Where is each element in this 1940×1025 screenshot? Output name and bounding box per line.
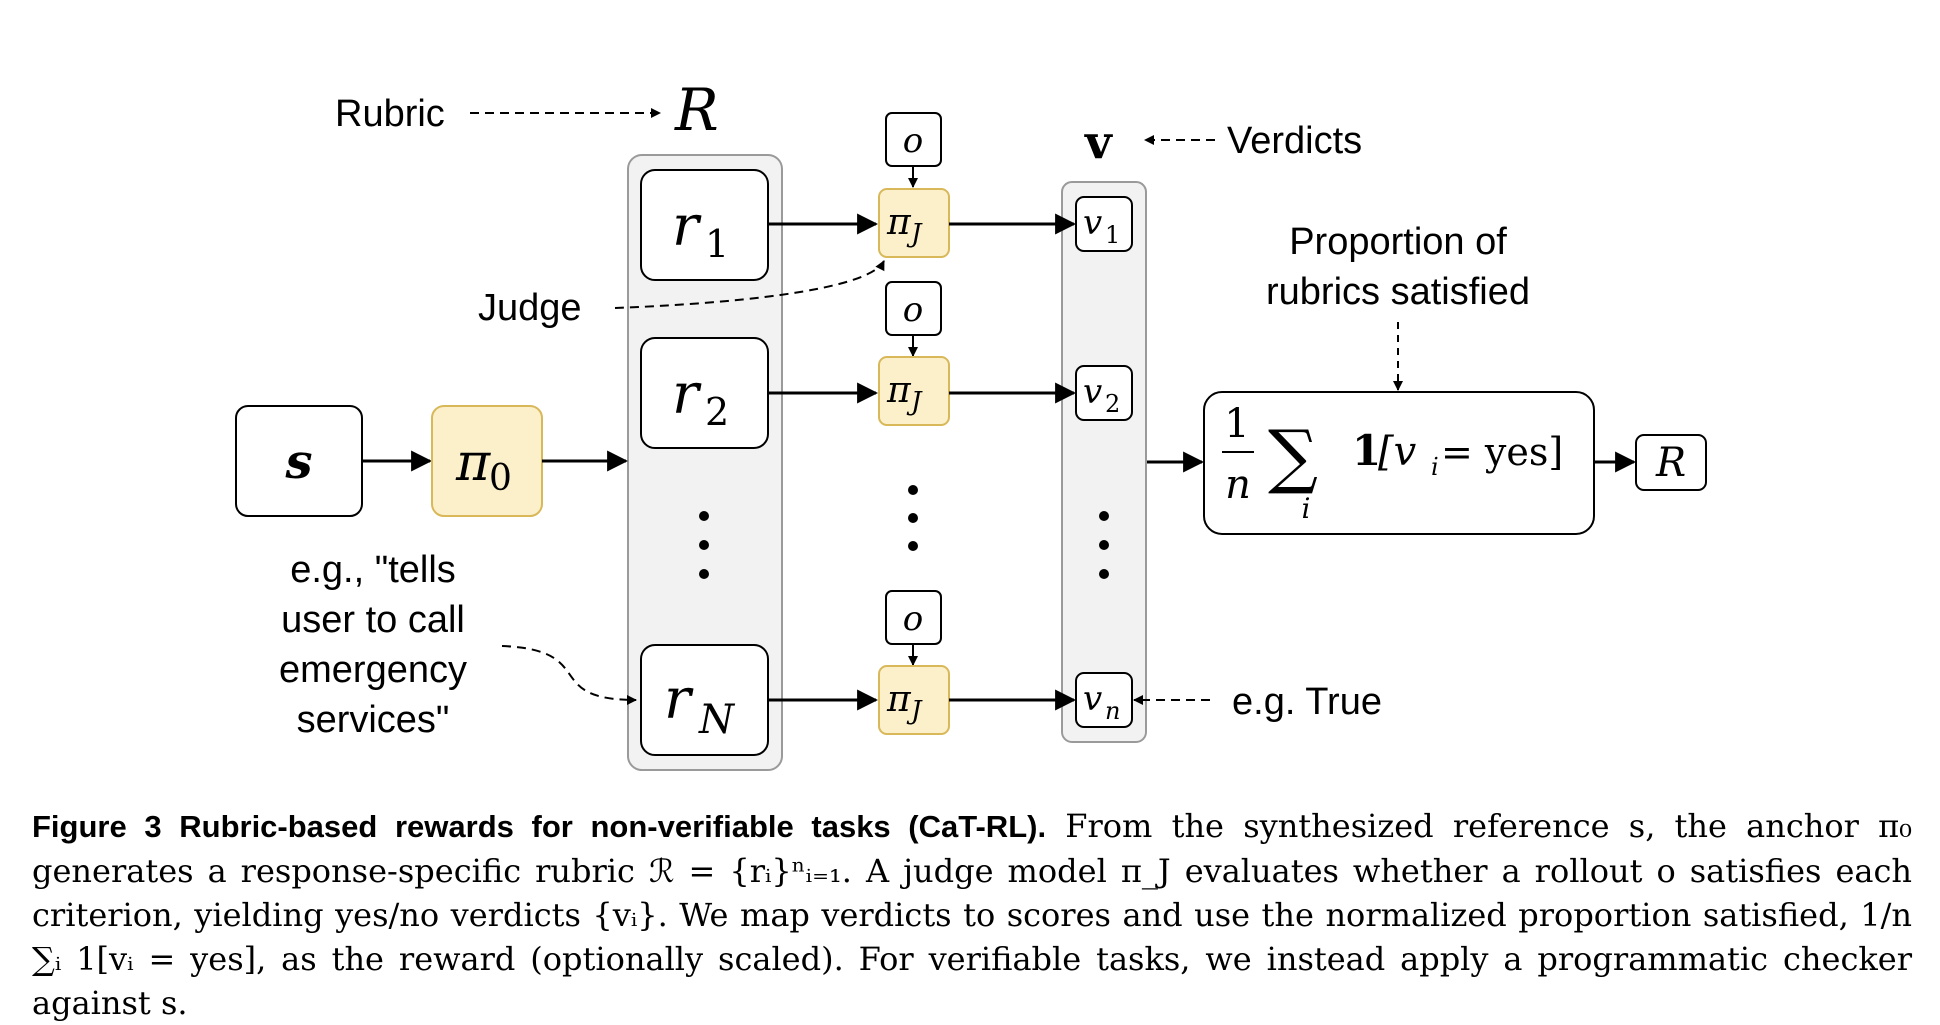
figure-caption: Figure 3 Rubric-based rewards for non-ve… [32, 804, 1912, 1025]
proportion-label-line1: Proportion of [1289, 221, 1507, 263]
verdict-n-symbol: v [1083, 679, 1102, 719]
rubric-1-symbol: r [672, 194, 702, 259]
example-rubric-line2: user to call [281, 599, 465, 641]
rubric-ellipsis-dot [699, 511, 709, 521]
rubric-2-subscript: 2 [705, 390, 729, 434]
rubric-ellipsis-dot [699, 569, 709, 579]
judge-ellipsis-dot [908, 513, 918, 523]
rubric-n-symbol: r [664, 667, 694, 732]
judge-n-symbol: π [886, 679, 912, 720]
verdict-2-subscript: 2 [1105, 390, 1120, 418]
judge-1-subscript: J [906, 219, 923, 249]
example-rubric-arrow [501, 645, 637, 705]
formula-denominator: n [1225, 462, 1251, 508]
example-true-label: e.g. True [1232, 681, 1382, 723]
formula-sigma-index: i [1302, 492, 1311, 525]
verdict-box-n [1075, 672, 1133, 728]
formula-bracket-tail: = yes] [1441, 430, 1563, 474]
rubric-2-symbol: r [672, 362, 702, 427]
judge-box-2 [878, 356, 950, 426]
reward-box [1635, 434, 1707, 491]
proportion-label-line2: rubrics satisfied [1266, 271, 1530, 313]
formula-indicator: 1 [1352, 426, 1381, 475]
example-rubric-line3: emergency [279, 649, 467, 691]
rubric-label: Rubric [335, 93, 445, 135]
verdict-1-subscript: 1 [1105, 221, 1120, 249]
verdict-box-2 [1075, 365, 1133, 421]
judge-ellipsis-dot [908, 541, 918, 551]
anchor-subscript: 0 [489, 458, 512, 499]
example-rubric-line4: services" [297, 699, 450, 741]
judge-2-subscript: J [906, 387, 923, 417]
judge-1-symbol: π [886, 202, 912, 243]
formula-bracket-subscript: i [1431, 453, 1439, 481]
rubric-n-subscript: N [698, 697, 736, 743]
formula-bracket-open: [v [1378, 429, 1417, 475]
caption-body: From the synthesized reference s, the an… [32, 807, 1913, 1022]
caption-heading: Figure 3 Rubric-based rewards for non-ve… [32, 809, 1047, 844]
verdict-ellipsis-dot [1099, 540, 1109, 550]
rubric-reward-diagram: Rubric R v Verdicts Proportion of rubric… [235, 76, 1707, 771]
judge-ellipsis-dot [908, 485, 918, 495]
rubric-set-symbol: R [674, 76, 719, 144]
example-rubric-line1: e.g., "tells [290, 549, 456, 591]
rubric-ellipsis-dot [699, 540, 709, 550]
verdict-2-symbol: v [1083, 372, 1102, 412]
judge-arrow [614, 260, 885, 309]
verdict-vector-symbol: v [1084, 115, 1113, 169]
judge-label: Judge [478, 287, 582, 329]
verdict-ellipsis-dot [1099, 511, 1109, 521]
formula-numerator: 1 [1224, 401, 1249, 447]
judge-2-symbol: π [886, 370, 912, 411]
judge-n-subscript: J [906, 696, 923, 726]
formula-sigma: ∑ [1268, 415, 1318, 497]
verdict-box-1 [1075, 196, 1133, 252]
rollout-n-symbol: o [903, 599, 923, 639]
rollout-2-symbol: o [903, 290, 923, 330]
verdict-1-symbol: v [1083, 203, 1102, 243]
anchor-symbol: π [455, 433, 491, 493]
verdict-panel [1061, 181, 1147, 743]
verdict-ellipsis-dot [1099, 569, 1109, 579]
verdicts-label: Verdicts [1227, 120, 1362, 162]
rubric-1-subscript: 1 [705, 222, 729, 266]
verdict-n-subscript: n [1105, 697, 1120, 725]
rollout-1-symbol: o [903, 121, 923, 161]
state-symbol: s [284, 434, 312, 490]
reward-symbol: R [1655, 440, 1686, 486]
